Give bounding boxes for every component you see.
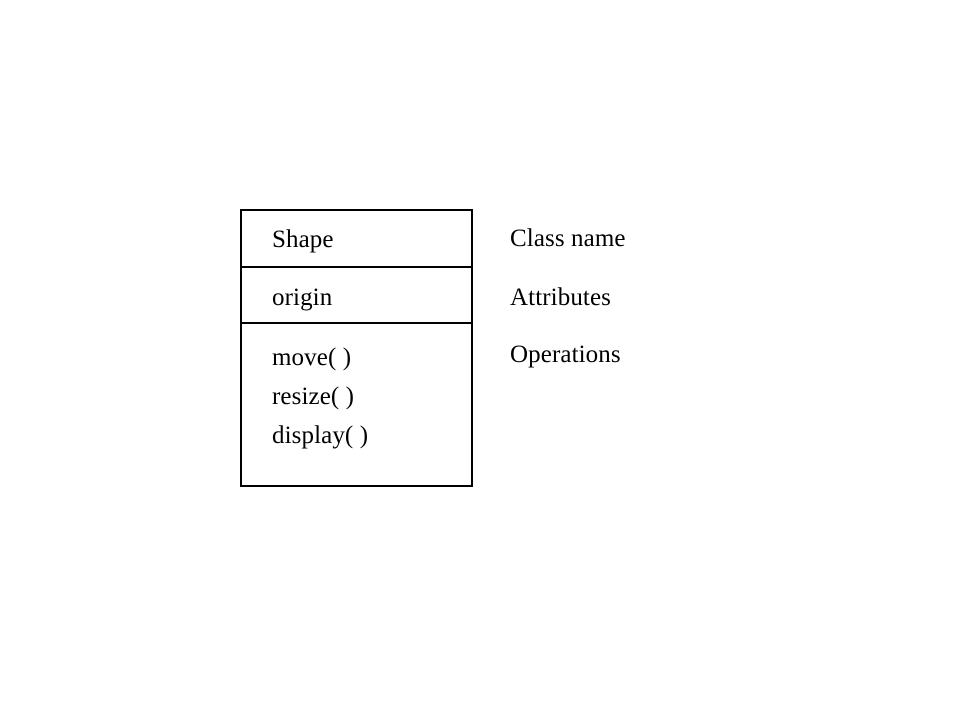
annotation-class-name: Class name [510,225,626,252]
operation-resize: resize( ) [272,383,355,410]
annotation-operations: Operations [510,341,621,368]
operations-compartment: move( ) resize( ) display( ) [242,324,471,485]
operation-display: display( ) [272,422,369,449]
class-name-compartment: Shape [242,211,471,268]
annotation-attributes: Attributes [510,284,611,311]
operations-list: move( ) resize( ) display( ) [272,338,368,455]
class-name-text: Shape [272,226,334,253]
attribute-origin: origin [272,284,333,311]
uml-class-box: Shape origin move( ) resize( ) display( … [240,209,473,487]
attributes-compartment: origin [242,268,471,324]
operation-move: move( ) [272,344,352,371]
